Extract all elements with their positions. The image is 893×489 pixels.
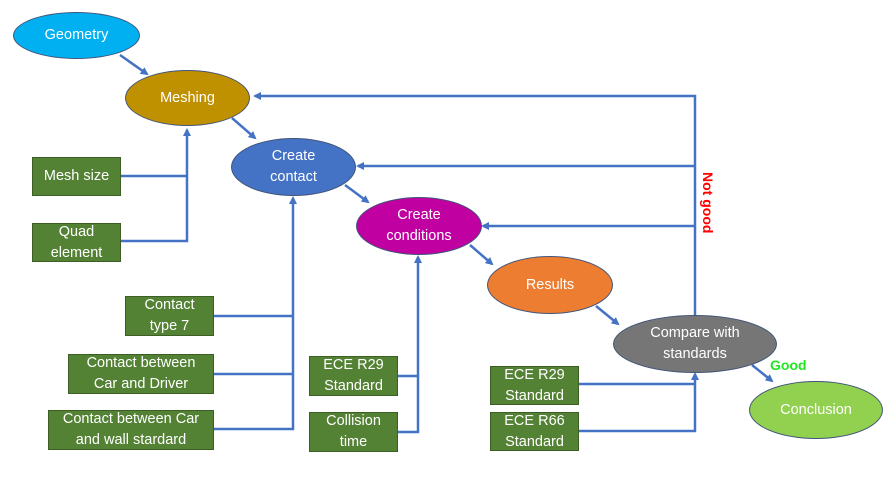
edge-quad-meshing <box>120 128 191 243</box>
node-conclusion: Conclusion <box>749 381 883 439</box>
edge-contact-conditions <box>344 183 370 204</box>
input-ece-r29-conditions: ECE R29 Standard <box>309 356 398 396</box>
input-mesh-size: Mesh size <box>32 157 121 196</box>
edge-collision-conditions <box>397 255 422 434</box>
input-collision-time: Collision time <box>309 412 398 452</box>
node-geometry: Geometry <box>13 12 140 59</box>
node-results: Results <box>487 256 613 314</box>
input-ece-r66-compare: ECE R66 Standard <box>490 412 579 451</box>
node-meshing: Meshing <box>125 70 250 126</box>
edge-results-compare <box>595 305 620 326</box>
edge-geometry-meshing <box>119 53 149 76</box>
node-create-conditions: Create conditions <box>356 197 482 255</box>
edge-conditions-results <box>469 244 494 266</box>
edge-feedback-trunk <box>253 92 697 318</box>
edge-meshing-contact <box>231 117 257 140</box>
input-ece-r29-compare: ECE R29 Standard <box>490 366 579 405</box>
input-contact-car-wall: Contact between Car and wall stardard <box>48 410 214 450</box>
input-quad-element: Quad element <box>32 223 121 262</box>
label-not-good: Not good <box>700 172 716 234</box>
edge-carwall-contact <box>213 196 297 431</box>
input-contact-type7: Contact type 7 <box>125 296 214 336</box>
edge-ecer66-compare <box>579 372 699 433</box>
edge-compare-conclusion <box>751 364 774 383</box>
node-compare: Compare with standards <box>613 315 777 373</box>
label-good: Good <box>770 357 807 373</box>
node-create-contact: Create contact <box>231 138 356 196</box>
input-contact-car-driver: Contact between Car and Driver <box>68 354 214 394</box>
